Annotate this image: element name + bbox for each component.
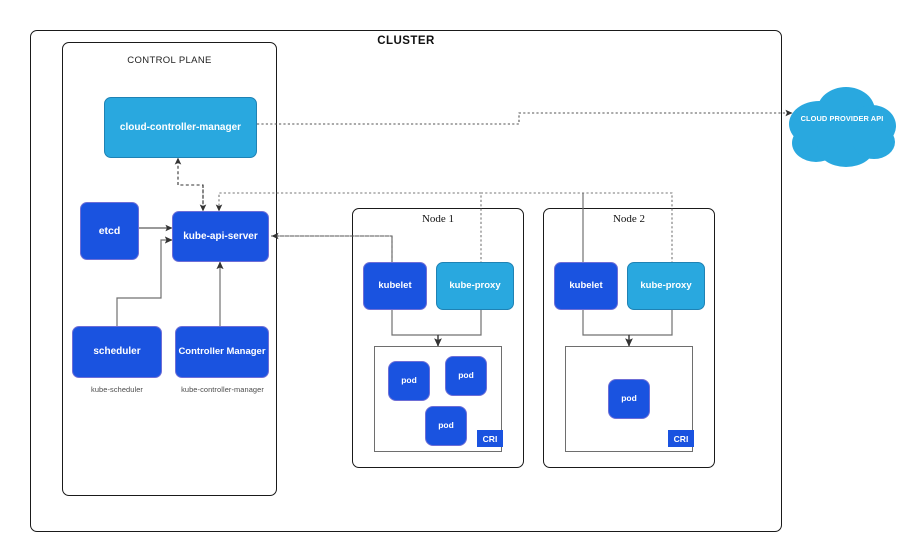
node-2-pod-1[interactable]: pod (608, 379, 650, 419)
component-etcd[interactable]: etcd (80, 202, 139, 260)
node-1-cri-badge: CRI (477, 430, 503, 447)
caption-kube-controller-manager: kube-controller-manager (181, 385, 264, 394)
node-1-kube-proxy[interactable]: kube-proxy (436, 262, 514, 310)
node-2-cri-badge: CRI (668, 430, 694, 447)
node-1-kubelet[interactable]: kubelet (363, 262, 427, 310)
control-plane-title: CONTROL PLANE (127, 55, 212, 66)
node-1-pod-2[interactable]: pod (445, 356, 487, 396)
node-2-title: Node 2 (612, 213, 646, 225)
node-2-kube-proxy[interactable]: kube-proxy (627, 262, 705, 310)
cloud-provider-api-label: CLOUD PROVIDER API (800, 114, 884, 123)
component-kube-api-server[interactable]: kube-api-server (172, 211, 269, 262)
caption-kube-scheduler: kube-scheduler (91, 385, 143, 394)
node-2-kubelet[interactable]: kubelet (554, 262, 618, 310)
node-1-pod-1[interactable]: pod (388, 361, 430, 401)
cloud-provider-api-shape[interactable] (786, 80, 898, 180)
component-cloud-controller-manager[interactable]: cloud-controller-manager (104, 97, 257, 158)
cluster-title: CLUSTER (377, 35, 435, 47)
component-controller-manager[interactable]: Controller Manager (175, 326, 269, 378)
node-1-title: Node 1 (421, 213, 455, 225)
component-scheduler[interactable]: scheduler (72, 326, 162, 378)
node-1-pod-3[interactable]: pod (425, 406, 467, 446)
